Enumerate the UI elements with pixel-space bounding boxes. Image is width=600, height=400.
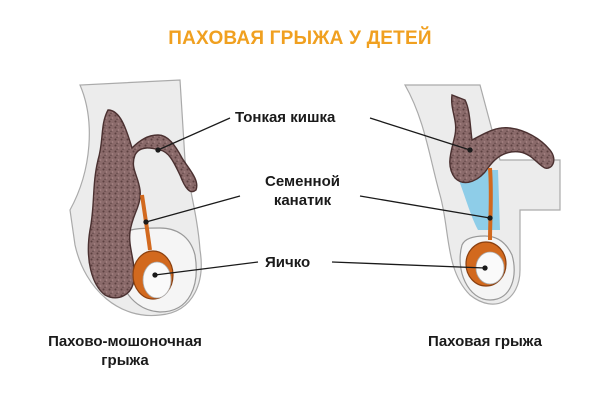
label-spermatic-cord-line1: Семенной <box>265 173 340 190</box>
pointer-testicle-left <box>154 261 259 276</box>
label-testicle: Яичко <box>265 254 311 271</box>
caption-left-line2: грыжа <box>101 352 149 369</box>
right-illustration <box>403 84 561 305</box>
pointer-intestine-right <box>369 117 471 151</box>
label-spermatic-cord: Семенной канатик <box>245 172 360 210</box>
label-small-intestine: Тонкая кишка <box>235 109 336 126</box>
left-testicle-inner <box>142 261 172 299</box>
page-title: ПАХОВАЯ ГРЫЖА У ДЕТЕЙ <box>168 28 432 49</box>
pointer-testicle-right <box>331 261 486 269</box>
left-illustration <box>69 79 202 317</box>
left-intestine <box>87 109 198 299</box>
caption-left-line1: Пахово-мошоночная <box>48 333 202 350</box>
caption-left: Пахово-мошоночная грыжа <box>15 332 235 370</box>
pointer-cord-left <box>145 195 241 223</box>
pointer-cord-right <box>359 195 491 219</box>
caption-right: Паховая грыжа <box>428 333 542 350</box>
label-spermatic-cord-line2: канатик <box>273 192 332 209</box>
pointer-intestine-left <box>157 117 231 151</box>
right-intestine <box>449 94 555 184</box>
right-spermatic-cord <box>488 167 493 241</box>
